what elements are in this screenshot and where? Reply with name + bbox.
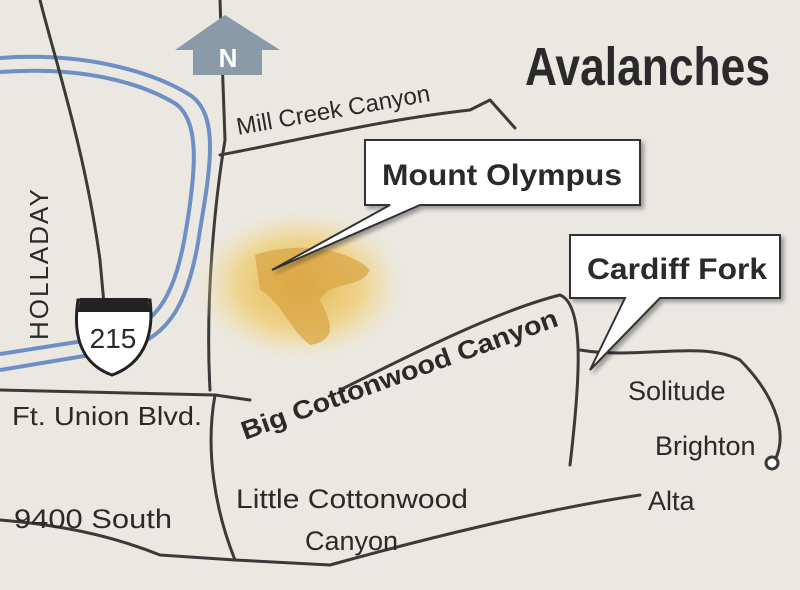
callout-mount-olympus: Mount Olympus <box>271 139 641 271</box>
roads <box>0 0 782 567</box>
callout-cardiff-fork: Cardiff Fork <box>569 234 781 371</box>
label-mount-olympus: Mount Olympus <box>382 159 622 192</box>
label-little-cottonwood-canyon: Canyon <box>305 526 398 556</box>
label-solitude: Solitude <box>628 376 726 406</box>
label-little-cottonwood: Little Cottonwood <box>236 484 468 514</box>
freeway-i215 <box>0 54 212 372</box>
label-alta: Alta <box>648 486 696 516</box>
label-brighton: Brighton <box>655 431 756 461</box>
label-holladay: HOLLADAY <box>24 187 54 340</box>
avalanche-zone <box>195 210 405 360</box>
map-title: Avalanches <box>525 37 770 97</box>
interstate-number: 215 <box>90 323 137 354</box>
label-cardiff-fork: Cardiff Fork <box>587 253 767 286</box>
label-ft-union: Ft. Union Blvd. <box>12 401 202 431</box>
north-label: N <box>219 43 238 73</box>
interstate-shield-icon: 215 <box>75 298 153 377</box>
label-9400-south: 9400 South <box>14 504 172 534</box>
north-arrow-icon: N <box>175 15 280 75</box>
